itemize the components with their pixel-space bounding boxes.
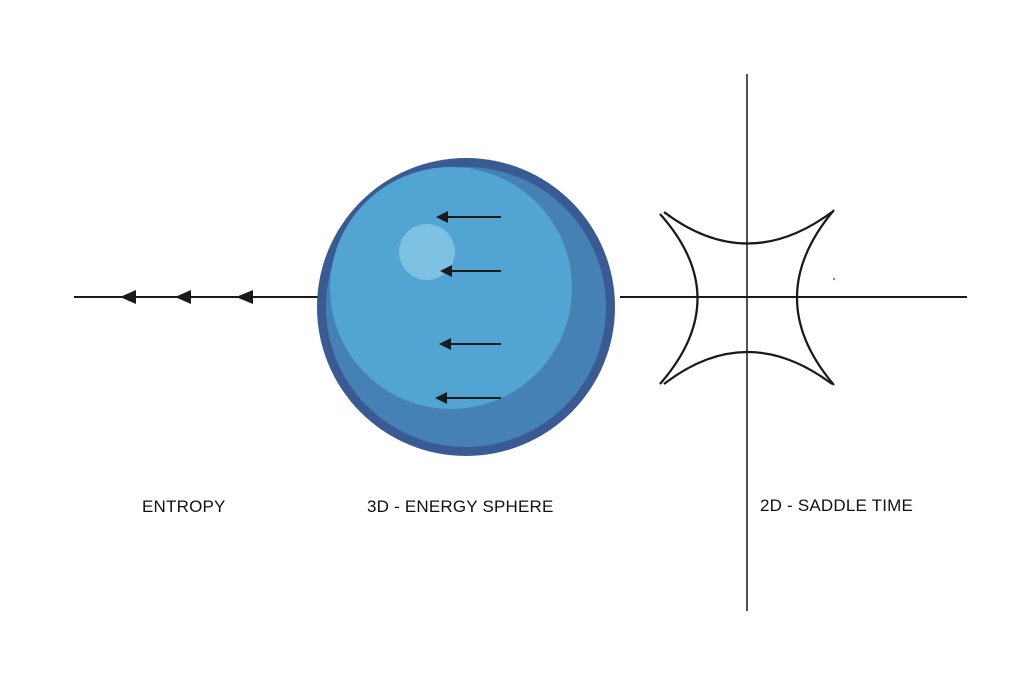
red-dot	[833, 278, 835, 280]
entropy-arrowhead-icon	[120, 290, 136, 304]
saddle-group	[620, 74, 967, 611]
entropy-arrowhead-icon	[175, 290, 191, 304]
entropy-label: ENTROPY	[142, 497, 226, 516]
energy-sphere-label: 3D - ENERGY SPHERE	[367, 497, 554, 516]
sphere-main	[330, 167, 572, 409]
sphere-arrow-icon	[435, 392, 501, 404]
saddle-time-label: 2D - SADDLE TIME	[760, 496, 914, 515]
sphere-arrow-icon	[440, 265, 501, 277]
sphere-arrow-icon	[439, 338, 501, 350]
energy-sphere	[317, 158, 615, 456]
entropy-arrowhead-icon	[236, 290, 253, 304]
saddle-shape	[659, 209, 835, 386]
sphere-arrow-icon	[436, 211, 501, 223]
entropy-group	[74, 290, 320, 304]
sphere-highlight	[399, 224, 455, 280]
